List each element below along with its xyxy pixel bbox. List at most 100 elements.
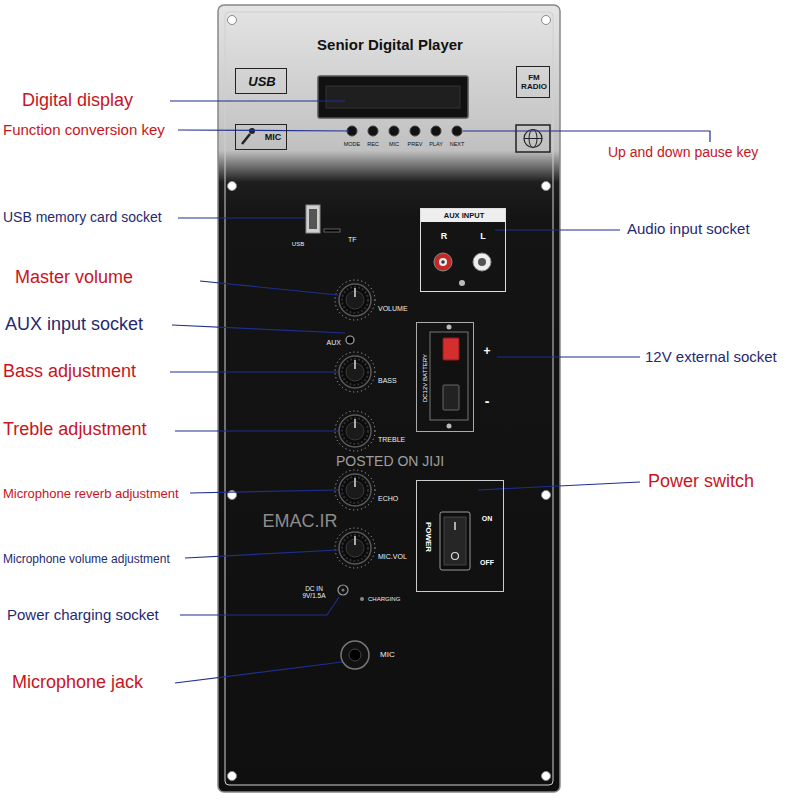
- panel-marking: AUX: [327, 339, 341, 347]
- push-button: [389, 126, 399, 136]
- treble-knob: [335, 411, 375, 451]
- battery-terminal-block: DC12V BATTERY: [416, 322, 474, 432]
- mic-jack: [341, 641, 369, 669]
- globe-logo-box: [516, 125, 550, 152]
- terminal-plate: [430, 332, 468, 420]
- panel-face: [218, 5, 560, 792]
- logo-text: USB: [248, 75, 275, 89]
- panel-marking: MIC: [380, 651, 395, 660]
- mic-jack: [349, 649, 361, 661]
- leader-line: [178, 217, 305, 218]
- knob-marking: VOLUME: [378, 305, 408, 313]
- button-marking: REC: [367, 141, 379, 147]
- button-marking: PLAY: [429, 141, 443, 147]
- screw: [228, 772, 237, 781]
- callout-label: Treble adjustment: [3, 420, 146, 440]
- leader-line: [180, 597, 339, 615]
- display-segment-area: [326, 86, 460, 108]
- knob-marking: MIC.VOL: [378, 553, 407, 561]
- knob-marking: TREBLE: [378, 436, 405, 444]
- display-window: [318, 76, 468, 118]
- watermark: POSTED ON JIJI: [336, 454, 444, 469]
- screw: [542, 491, 551, 500]
- volume-knob: [335, 280, 375, 320]
- callout-label: Microphone jack: [12, 673, 143, 693]
- mic-icon: [242, 134, 250, 144]
- screw: [542, 16, 551, 25]
- aux-input-header-strip: [420, 208, 506, 222]
- knob-marking: ECHO: [378, 495, 398, 503]
- bass-knob: [335, 352, 375, 392]
- callout-label: 12V external socket: [645, 349, 777, 366]
- leader-lines: [170, 101, 710, 683]
- logo-text: MIC: [265, 133, 282, 143]
- usb-socket: [309, 209, 317, 229]
- screw: [542, 182, 551, 191]
- callout-label: Digital display: [22, 91, 133, 111]
- black-terminal: [443, 385, 459, 410]
- button-marking: MODE: [344, 141, 361, 147]
- callout-label: Function conversion key: [3, 122, 165, 139]
- charging-led: [360, 597, 364, 601]
- push-button: [410, 126, 420, 136]
- callout-label: Power charging socket: [7, 607, 159, 624]
- callout-label: Power switch: [648, 472, 754, 492]
- callout-label: Master volume: [15, 268, 133, 288]
- push-button: [452, 126, 462, 136]
- dc-jack: [342, 589, 345, 592]
- leader-line: [175, 662, 342, 683]
- mic-logo-box: MIC: [235, 124, 287, 150]
- panel-marking: DC IN 9V/1.5A: [298, 585, 330, 599]
- mic-volume-knob: [335, 528, 375, 568]
- panel-marking: USB: [292, 241, 304, 248]
- panel-housing: USB FM RADIO MIC AUX INPUT R L DC12V BATTERY PO…: [218, 5, 560, 792]
- callout-label: Audio input socket: [627, 221, 750, 238]
- polarity-mark: +: [483, 345, 490, 358]
- panel-inner-border: [225, 12, 553, 785]
- leader-line: [497, 356, 640, 357]
- rocker-switch: [454, 522, 456, 530]
- watermark: EMAC.IR: [262, 512, 337, 532]
- rca-jack-red: [439, 258, 447, 266]
- polarity-mark: -: [485, 394, 490, 409]
- channel-mark: R: [441, 232, 448, 242]
- leader-line: [178, 130, 349, 131]
- panel-heading: AUX INPUT: [444, 212, 484, 220]
- button-marking: PREV: [408, 141, 423, 147]
- rca-jack-white: [473, 253, 491, 271]
- dc-jack: [338, 585, 348, 595]
- leader-line: [463, 131, 710, 142]
- usb-socket: [306, 205, 320, 233]
- rocker-switch: [444, 517, 466, 565]
- screw: [459, 280, 465, 286]
- leader-line: [170, 371, 338, 372]
- callout-label: Bass adjustment: [3, 362, 136, 382]
- callout-label: Microphone volume adjustment: [3, 553, 170, 566]
- rca-jack-white: [478, 258, 486, 266]
- leader-line: [190, 490, 338, 493]
- screw: [228, 182, 237, 191]
- callout-label: Up and down pause key: [608, 145, 758, 160]
- leader-line: [185, 550, 338, 558]
- globe-icon: [524, 138, 542, 139]
- panel-marking: CHARGING: [368, 596, 400, 603]
- rocker-switch: [440, 512, 470, 570]
- power-switch-panel: POWERONOFF: [416, 480, 504, 592]
- leader-line: [495, 229, 620, 230]
- leader-line: [175, 430, 338, 431]
- logo-text: FM RADIO: [519, 74, 549, 92]
- red-terminal: [443, 338, 459, 360]
- rocker-switch: [452, 553, 459, 560]
- switch-mark: OFF: [480, 559, 494, 567]
- screw: [447, 424, 452, 429]
- button-marking: MIC: [389, 141, 399, 147]
- channel-mark: L: [480, 232, 486, 242]
- leader-line: [478, 482, 640, 490]
- screw: [447, 325, 452, 330]
- panel-heading: POWER: [424, 522, 433, 552]
- leader-line: [200, 281, 338, 295]
- panel-title: Senior Digital Player: [317, 37, 463, 54]
- panel-marking: TF: [348, 236, 357, 244]
- screw: [228, 16, 237, 25]
